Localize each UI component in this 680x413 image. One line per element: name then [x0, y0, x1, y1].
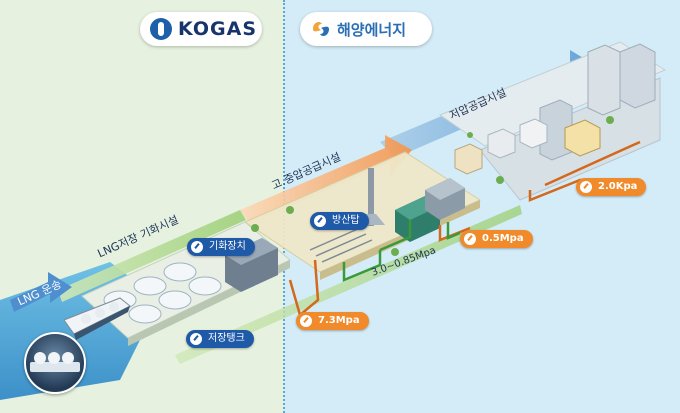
kogas-logo-icon — [150, 18, 172, 40]
pipe-rack — [309, 227, 373, 263]
pressure-gauge-icon — [299, 314, 313, 328]
pressure-badge-0-5mpa: 0.5Mpa — [460, 230, 533, 248]
haeyang-energy-logo: 해양에너지 — [300, 12, 432, 46]
pressure-badge-2-0kpa: 2.0Kpa — [576, 178, 647, 196]
heater-unit — [425, 178, 465, 220]
pressure-gauge-icon — [313, 214, 327, 228]
haeyang-energy-logo-text: 해양에너지 — [337, 20, 407, 39]
pressure-gauge-icon — [579, 180, 593, 194]
pressure-gauge-icon — [463, 232, 477, 246]
pressure-gauge-icon — [190, 240, 204, 254]
green-pipelines — [342, 220, 461, 282]
diffusion-tower-badge: 방산탑 — [310, 212, 369, 230]
lower-supply-arrow — [175, 205, 522, 364]
kogas-logo-text: KOGAS — [178, 18, 258, 40]
storage-regas-arrow — [58, 210, 246, 302]
lng-ship — [63, 297, 131, 340]
lng-carrier-photo — [24, 332, 86, 394]
pressure-badge-7-3mpa: 7.3Mpa — [296, 312, 369, 330]
kogas-logo: KOGAS — [140, 12, 262, 46]
apartment-buildings — [539, 43, 656, 161]
high-mid-pressure-arrow — [240, 135, 412, 224]
pressure-gauge-icon — [189, 332, 203, 346]
lng-transport-arrow — [10, 272, 72, 312]
houses — [454, 118, 601, 175]
storage-tank-badge: 저장탱크 — [186, 330, 254, 348]
vaporizer-badge: 기화장치 — [187, 238, 255, 256]
trees — [251, 116, 614, 256]
haeyang-energy-logo-icon — [310, 18, 332, 40]
